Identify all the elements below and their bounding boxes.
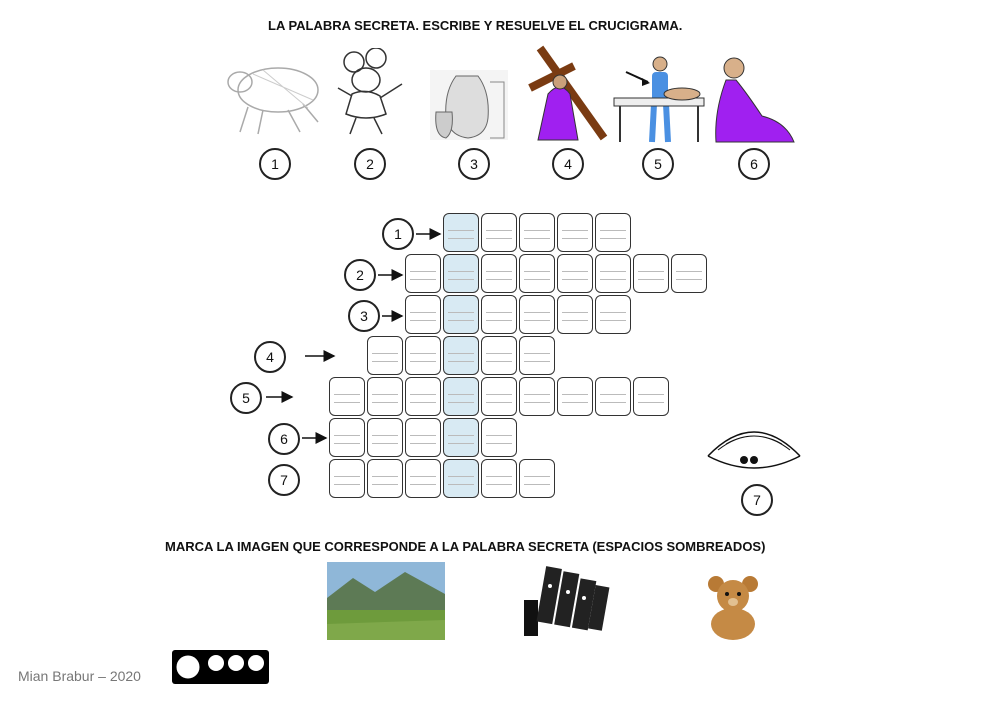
crossword-cell[interactable] (671, 254, 707, 293)
crossword-cell[interactable] (367, 459, 403, 498)
vase-picture (428, 62, 510, 142)
crossword-cell[interactable] (481, 459, 517, 498)
praying-person-picture (706, 52, 798, 144)
crossword-cell[interactable] (595, 295, 631, 334)
row-number-5: 5 (230, 382, 262, 414)
crossword-cell[interactable] (519, 213, 555, 252)
crossword-cell[interactable] (481, 295, 517, 334)
row-number-3: 3 (348, 300, 380, 332)
crossword-cell[interactable] (443, 418, 479, 457)
crossword-cell[interactable] (557, 295, 593, 334)
crossword-cell[interactable] (519, 336, 555, 375)
crossword-cell[interactable] (519, 377, 555, 416)
crossword-cell[interactable] (443, 295, 479, 334)
crossword-cell[interactable] (557, 254, 593, 293)
crossword-cell[interactable] (405, 377, 441, 416)
teddy-bear-photo[interactable] (702, 574, 764, 640)
crossword-cell[interactable] (367, 336, 403, 375)
crossword-cell[interactable] (557, 377, 593, 416)
crossword-cell[interactable] (595, 377, 631, 416)
clue-number-2: 2 (354, 148, 386, 180)
row-number-7: 7 (268, 464, 300, 496)
clam-picture (704, 420, 804, 480)
crossword-cell[interactable] (443, 377, 479, 416)
clam-number: 7 (741, 484, 773, 516)
crossword-cell[interactable] (481, 336, 517, 375)
crossword-cell[interactable] (405, 295, 441, 334)
crossword-cell[interactable] (329, 418, 365, 457)
crossword-cell[interactable] (557, 213, 593, 252)
crossword-cell[interactable] (481, 213, 517, 252)
crossword-cell[interactable] (519, 295, 555, 334)
landscape-photo[interactable] (327, 562, 445, 640)
cross-bearer-picture (526, 44, 610, 144)
crossword-cell[interactable] (329, 377, 365, 416)
crossword-cell[interactable] (633, 254, 669, 293)
worksheet-title: LA PALABRA SECRETA. ESCRIBE Y RESUELVE E… (268, 18, 683, 33)
crossword-cell[interactable] (481, 418, 517, 457)
massage-picture (612, 54, 708, 146)
crossword-cell[interactable] (481, 377, 517, 416)
row-number-4: 4 (254, 341, 286, 373)
crossword-cell[interactable] (405, 418, 441, 457)
crossword-cell[interactable] (519, 254, 555, 293)
clue-number-6: 6 (738, 148, 770, 180)
row-number-1: 1 (382, 218, 414, 250)
crossword-cell[interactable] (443, 459, 479, 498)
crossword-cell[interactable] (405, 254, 441, 293)
crossword-cell[interactable] (367, 418, 403, 457)
crossword-cell[interactable] (443, 213, 479, 252)
flea-picture (218, 52, 326, 140)
author-credit: Mian Brabur – 2020 (18, 668, 141, 684)
minnie-mouse-picture (330, 47, 410, 140)
crossword-cell[interactable] (329, 459, 365, 498)
instruction-text: MARCA LA IMAGEN QUE CORRESPONDE A LA PAL… (165, 539, 766, 554)
crossword-cell[interactable] (443, 336, 479, 375)
clue-number-3: 3 (458, 148, 490, 180)
clue-number-1: 1 (259, 148, 291, 180)
clue-number-4: 4 (552, 148, 584, 180)
row-number-6: 6 (268, 423, 300, 455)
dominoes-photo[interactable] (520, 562, 612, 640)
clue-number-5: 5 (642, 148, 674, 180)
crossword-cell[interactable] (595, 254, 631, 293)
crossword-cell[interactable] (633, 377, 669, 416)
cc-license-badge (172, 650, 269, 684)
crossword-cell[interactable] (481, 254, 517, 293)
crossword-cell[interactable] (405, 336, 441, 375)
crossword-cell[interactable] (519, 459, 555, 498)
row-number-2: 2 (344, 259, 376, 291)
crossword-cell[interactable] (367, 377, 403, 416)
crossword-cell[interactable] (405, 459, 441, 498)
crossword-cell[interactable] (443, 254, 479, 293)
crossword-cell[interactable] (595, 213, 631, 252)
